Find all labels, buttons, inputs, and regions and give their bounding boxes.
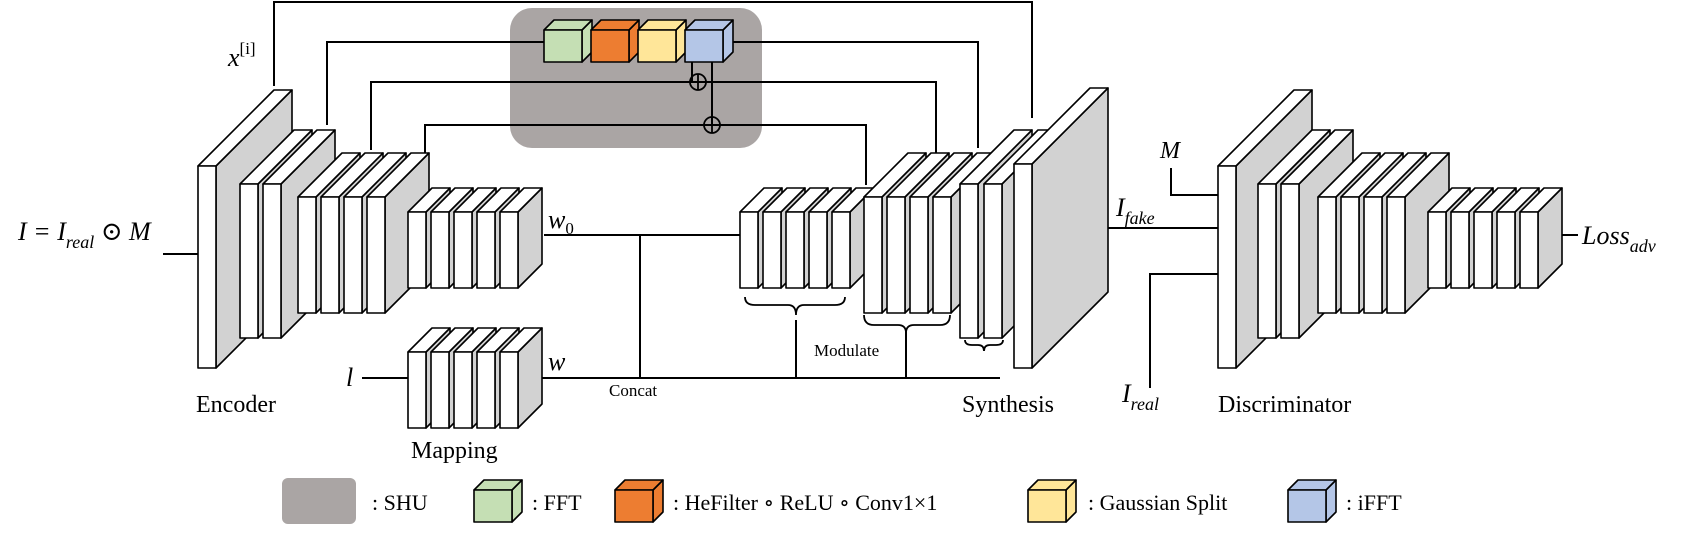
- gaussian-split-cube: [637, 19, 687, 63]
- i-real-label: Ireal: [1121, 379, 1159, 414]
- i-fake-label: Ifake: [1115, 193, 1155, 228]
- ifft-cube: [684, 19, 734, 63]
- fft-cube: [543, 19, 593, 63]
- legend-fft-cube: [473, 479, 523, 523]
- legend-fft-text: : FFT: [532, 490, 582, 515]
- legend-gaussian-text: : Gaussian Split: [1088, 490, 1227, 515]
- legend-shu-text: : SHU: [372, 490, 428, 515]
- legend-ifft-text: : iFFT: [1346, 490, 1402, 515]
- mapping-layer-5: [499, 327, 543, 429]
- mapping-label: Mapping: [411, 438, 498, 464]
- legend-ifft-cube: [1287, 479, 1337, 523]
- legend: : SHU : FFT : HeFilter ∘ ReLU ∘ Conv1×1 …: [282, 478, 1402, 524]
- synthesis-output-layer: [1013, 87, 1109, 369]
- l-label: l: [346, 363, 353, 392]
- encoder-label: Encoder: [196, 392, 276, 418]
- w-label: w: [548, 347, 566, 376]
- input-label: I = Ireal ⊙ M: [17, 217, 152, 252]
- discriminator-small-layer-5: [1519, 187, 1563, 289]
- x-i-label: x[i]: [227, 39, 256, 72]
- discriminator-label: Discriminator: [1218, 392, 1351, 418]
- braces: [744, 296, 1004, 352]
- synthesis-label: Synthesis: [962, 392, 1054, 418]
- encoder-small-layer-5: [499, 187, 543, 289]
- m-disc-label: M: [1159, 138, 1182, 164]
- shu-operation-cubes: [543, 19, 734, 63]
- legend-shu-swatch: [282, 478, 356, 524]
- modulate-label: Modulate: [814, 341, 879, 360]
- w0-label: w0: [548, 205, 574, 238]
- legend-gaussian-cube: [1027, 479, 1077, 523]
- legend-hefilter-cube: [614, 479, 664, 523]
- add-operators: [689, 73, 721, 134]
- network-blocks: [197, 87, 1563, 429]
- connection-lines: [163, 1, 1578, 388]
- loss-label: Lossadv: [1581, 221, 1656, 256]
- hefilter-cube: [590, 19, 640, 63]
- legend-hefilter-text: : HeFilter ∘ ReLU ∘ Conv1×1: [673, 490, 937, 515]
- concat-label: Concat: [609, 381, 657, 400]
